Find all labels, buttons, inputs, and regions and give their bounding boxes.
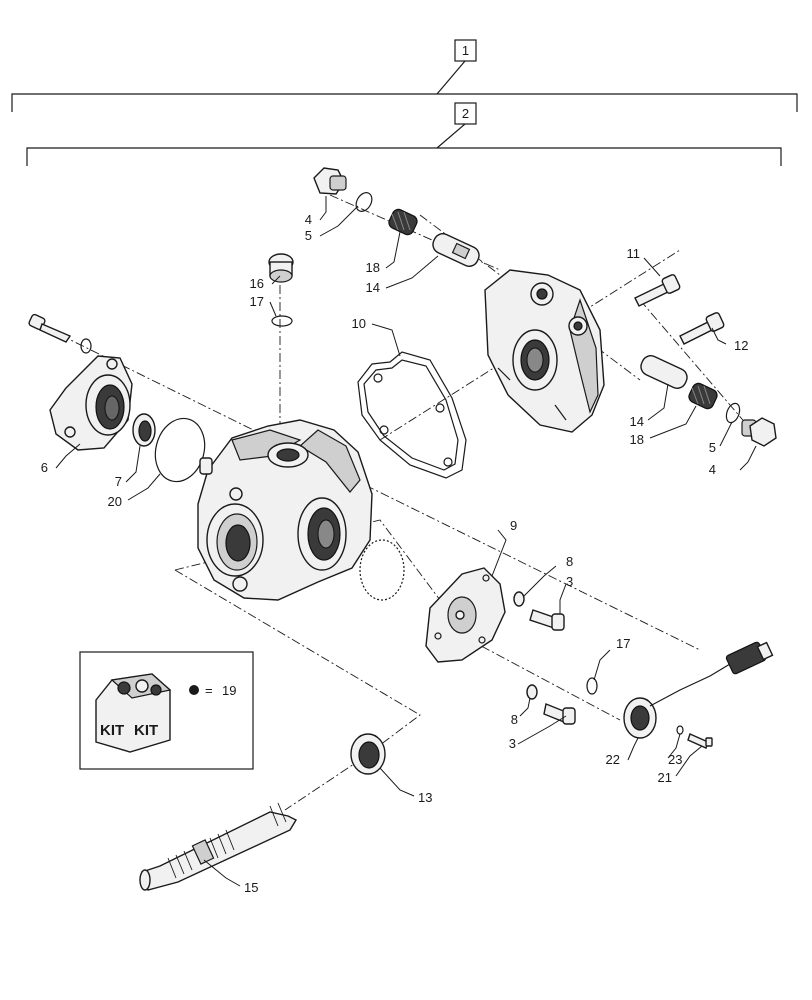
- sensor-22: [623, 641, 774, 739]
- washer-upper-left: [80, 338, 92, 354]
- callout-4-right: 4: [709, 462, 716, 477]
- spool-14-top: [432, 233, 480, 267]
- spool-14-right: [640, 355, 688, 389]
- kit-bullet-icon: [189, 685, 199, 695]
- callout-13: 13: [418, 790, 432, 805]
- o-ring-5-top: [355, 192, 373, 212]
- kit-text-1: KIT: [100, 722, 124, 739]
- spring-18-right: [688, 382, 718, 410]
- o-ring-17-top: [271, 315, 293, 327]
- callout-14-right: 14: [630, 414, 644, 429]
- callout-10: 10: [352, 316, 366, 331]
- seal-7: [132, 413, 156, 447]
- assembly-bracket-1: 1: [11, 39, 798, 112]
- screw-upper-left: [28, 313, 72, 343]
- kit-ref: 19: [222, 683, 236, 698]
- callout-3-lower: 3: [509, 736, 516, 751]
- callout-17-right: 17: [616, 636, 630, 651]
- o-ring-housing: [359, 539, 405, 601]
- kit-text-2: KIT: [134, 722, 158, 739]
- o-ring-5-right: [725, 402, 741, 424]
- gasket-10: [357, 351, 467, 479]
- shaft-seal-13: [350, 733, 386, 775]
- callout-6: 6: [41, 460, 48, 475]
- callout-18-top: 18: [366, 260, 380, 275]
- bolt-12: [679, 312, 725, 345]
- callout-22: 22: [606, 752, 620, 767]
- callout-8-lower: 8: [511, 712, 518, 727]
- o-ring-20: [154, 417, 206, 483]
- spring-18-top: [388, 208, 418, 236]
- callout-14-top: 14: [366, 280, 380, 295]
- cover-housing: [484, 269, 605, 433]
- callout-16: 16: [250, 276, 264, 291]
- o-ring-17-right: [586, 677, 598, 695]
- kit-legend: KIT KIT = 19: [79, 651, 254, 770]
- washer-8-upper: [513, 591, 525, 607]
- washer-23: [676, 725, 684, 735]
- callout-17-top: 17: [250, 294, 264, 309]
- assembly-bracket-2: 2: [26, 102, 782, 166]
- callout-11: 11: [627, 246, 641, 261]
- callouts: 4 5 18 14 16 17 11 12 10 6 7 20 14 18 5 …: [41, 212, 749, 895]
- callout-12: 12: [734, 338, 748, 353]
- subassembly-label: 2: [462, 106, 469, 121]
- callout-20: 20: [108, 494, 122, 509]
- flange-6: [49, 355, 133, 451]
- kit-equals: =: [205, 683, 213, 698]
- plate-9: [425, 567, 506, 663]
- pump-housing: [197, 419, 373, 601]
- callout-7: 7: [115, 474, 122, 489]
- callout-18-right: 18: [630, 432, 644, 447]
- callout-5-top: 5: [305, 228, 312, 243]
- callout-9: 9: [510, 518, 517, 533]
- bolt-11: [634, 274, 681, 307]
- leader-lines: [55, 196, 757, 887]
- assembly-label: 1: [462, 43, 469, 58]
- shaft-15: [139, 802, 297, 891]
- callout-15: 15: [244, 880, 258, 895]
- callout-8-upper: 8: [566, 554, 573, 569]
- bolt-3-upper: [529, 609, 565, 631]
- plug-16: [268, 253, 294, 283]
- plug-4-right: [741, 417, 777, 447]
- washer-8-lower: [526, 684, 538, 700]
- callout-21: 21: [658, 770, 672, 785]
- screw-21: [687, 733, 713, 749]
- bolt-3-lower: [543, 703, 576, 725]
- plug-4-top: [313, 167, 347, 195]
- callout-4-top: 4: [305, 212, 312, 227]
- callout-3-upper: 3: [566, 574, 573, 589]
- callout-5-right: 5: [709, 440, 716, 455]
- callout-23: 23: [668, 752, 682, 767]
